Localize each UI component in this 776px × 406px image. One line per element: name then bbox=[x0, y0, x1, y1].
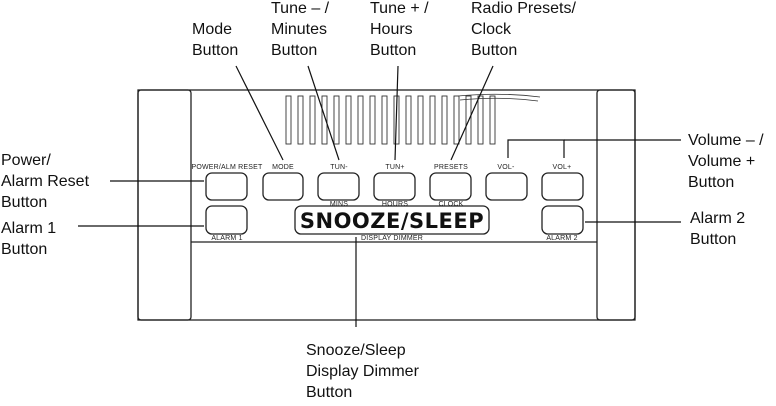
label-mode: MODE bbox=[272, 164, 294, 171]
snooze-sleep-button[interactable] bbox=[294, 205, 490, 235]
mode-button[interactable] bbox=[262, 172, 304, 201]
presets-leader-line bbox=[450, 65, 494, 161]
label-alarm-1: ALARM 1 bbox=[211, 235, 242, 242]
label-tun-minus: TUN- bbox=[330, 164, 348, 171]
label-hours: HOURS bbox=[382, 201, 408, 208]
volume-bracket-line bbox=[507, 139, 565, 158]
tune-plus-leader-line bbox=[394, 65, 399, 161]
label-mins: MINS bbox=[330, 201, 348, 208]
callout-mode: Mode Button bbox=[192, 21, 239, 59]
label-clock: CLOCK bbox=[438, 201, 463, 208]
tune-plus-button[interactable] bbox=[373, 172, 416, 201]
callout-alarm2: Alarm 2 Button bbox=[690, 210, 746, 248]
power-alarm-reset-button[interactable] bbox=[205, 172, 248, 201]
label-alarm-2: ALARM 2 bbox=[546, 235, 577, 242]
callout-presets: Radio Presets/ Clock Button bbox=[471, 0, 576, 59]
label-vol-plus: VOL+ bbox=[553, 164, 572, 171]
volume-minus-button[interactable] bbox=[485, 172, 528, 201]
label-tun-plus: TUN+ bbox=[385, 164, 404, 171]
callout-tune-minus: Tune – / Minutes Button bbox=[271, 0, 330, 59]
label-display-dimmer: DISPLAY DIMMER bbox=[361, 235, 423, 242]
callout-tune-plus: Tune + / Hours Button bbox=[370, 0, 429, 59]
label-vol-minus: VOL- bbox=[497, 164, 515, 171]
device-body bbox=[137, 89, 636, 321]
left-side-panel bbox=[137, 89, 192, 321]
tune-minus-button[interactable] bbox=[317, 172, 360, 201]
alarm-2-button[interactable] bbox=[541, 205, 584, 235]
speaker-grille bbox=[285, 93, 541, 145]
presets-button[interactable] bbox=[429, 172, 472, 201]
label-presets: PRESETS bbox=[434, 164, 468, 171]
snooze-button-label: SNOOZE/SLEEP bbox=[300, 209, 484, 233]
alarm-1-button[interactable] bbox=[205, 205, 248, 235]
callout-snooze: Snooze/Sleep Display Dimmer Button bbox=[306, 342, 419, 401]
callout-alarm1: Alarm 1 Button bbox=[1, 220, 57, 258]
tune-minus-leader-line bbox=[307, 65, 340, 161]
right-side-panel bbox=[596, 89, 636, 321]
volume-plus-button[interactable] bbox=[541, 172, 584, 201]
callout-power: Power/ Alarm Reset Button bbox=[1, 152, 90, 211]
callout-volume: Volume – / Volume + Button bbox=[688, 132, 764, 191]
label-power-alm-reset: POWER/ALM RESET bbox=[191, 164, 263, 171]
callout-lines bbox=[78, 65, 681, 327]
mode-leader-line bbox=[235, 65, 284, 161]
